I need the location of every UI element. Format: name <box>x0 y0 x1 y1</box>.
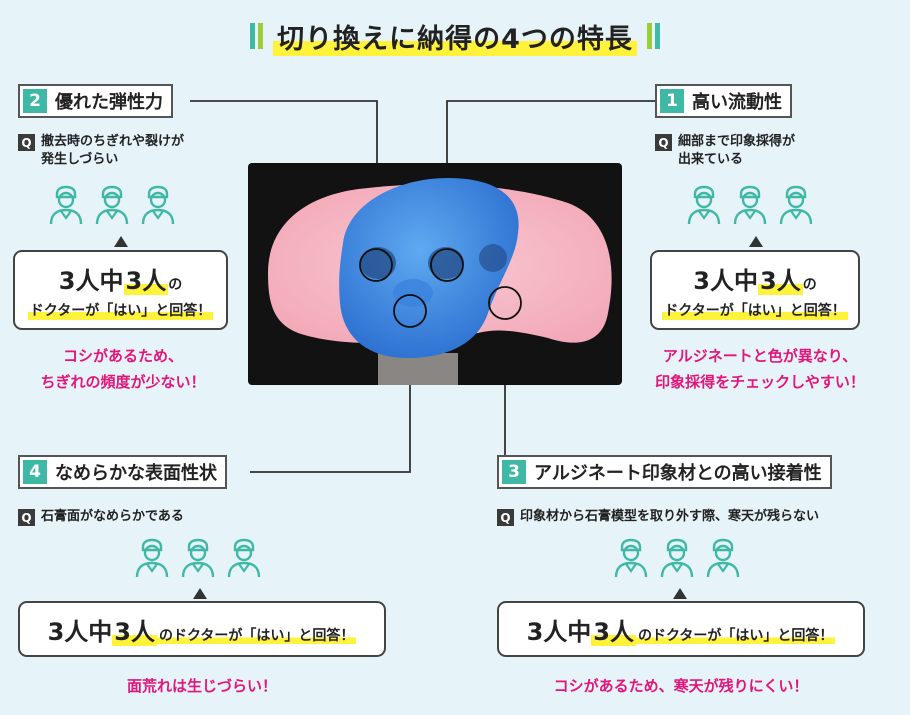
doctor-icon <box>614 538 648 578</box>
feature-label-1: 1 高い流動性 <box>655 84 792 118</box>
q-icon: Q <box>497 509 514 526</box>
question-2: Q 撤去時のちぎれや裂けが 発生しづらい <box>18 133 184 169</box>
feature-label-2: 2 優れた弾性力 <box>18 84 173 118</box>
answer-bubble-1: 3人中3人の ドクターが「はい」と回答！ <box>650 250 860 330</box>
answer-1-line2: ドクターが「はい」と回答！ <box>662 299 848 320</box>
doctor-icon <box>706 538 740 578</box>
feature-title-1: 高い流動性 <box>692 92 782 113</box>
q-icon: Q <box>18 134 35 151</box>
doctor-icon <box>135 538 169 578</box>
result-2-line1: コシがあるため、 <box>62 347 183 365</box>
result-1-line2: 印象採得をチェックしやすい！ <box>655 373 865 391</box>
answer-3-count: 3人中 <box>526 617 592 646</box>
answer-bubble-2: 3人中3人の ドクターが「はい」と回答！ <box>13 250 228 330</box>
title-decoration-right <box>646 23 660 49</box>
question-4-line1: 石膏面がなめらかである <box>41 509 184 524</box>
doctor-icons-1 <box>686 185 814 225</box>
doctor-icon <box>49 185 83 225</box>
doctor-icon <box>660 538 694 578</box>
q-icon: Q <box>18 509 35 526</box>
result-1-line1: アルジネートと色が異なり、 <box>662 347 858 365</box>
title-text: 切り換えに納得の4つの特長 <box>273 16 637 56</box>
feature-title-4: なめらかな表面性状 <box>55 463 217 484</box>
answer-2-yes: 3人 <box>123 266 169 295</box>
doctor-icons-3 <box>613 538 741 578</box>
result-1: アルジネートと色が異なり、 印象採得をチェックしやすい！ <box>630 343 890 395</box>
answer-4-rest: のドクターが「はい」と回答！ <box>156 627 357 644</box>
doctor-icon <box>181 538 215 578</box>
question-3-line1: 印象材から石膏模型を取り外す際、寒天が残らない <box>520 509 820 524</box>
q-icon: Q <box>655 134 672 151</box>
doctor-icon <box>687 185 721 225</box>
feature-number-2: 2 <box>23 89 47 113</box>
arrow-up-icon <box>114 236 128 247</box>
arrow-up-icon <box>193 588 207 599</box>
answer-bubble-3: 3人中3人のドクターが「はい」と回答！ <box>497 601 865 657</box>
question-1: Q 細部まで印象採得が 出来ている <box>655 133 795 169</box>
result-2-line2: ちぎれの頻度が少ない！ <box>40 373 206 391</box>
doctor-icon <box>95 185 129 225</box>
result-2: コシがあるため、 ちぎれの頻度が少ない！ <box>13 343 233 395</box>
feature-title-2: 優れた弾性力 <box>55 92 163 113</box>
answer-bubble-4: 3人中3人のドクターが「はい」と回答！ <box>18 601 386 657</box>
question-1-line1: 細部まで印象採得が <box>678 134 796 149</box>
doctor-icons-2 <box>48 185 176 225</box>
answer-4-count: 3人中 <box>47 617 113 646</box>
answer-3-yes: 3人 <box>591 617 636 646</box>
answer-2-count: 3人中 <box>58 266 124 295</box>
question-1-line2: 出来ている <box>678 152 744 167</box>
result-3: コシがあるため、寒天が残りにくい！ <box>553 677 809 695</box>
answer-1-no: の <box>802 276 817 293</box>
feature-label-4: 4 なめらかな表面性状 <box>18 455 227 489</box>
doctor-icon <box>779 185 813 225</box>
question-4: Q 石膏面がなめらかである <box>18 508 184 526</box>
page-title: 切り換えに納得の4つの特長 <box>0 14 910 58</box>
answer-1-yes: 3人 <box>758 266 803 295</box>
doctor-icon <box>141 185 175 225</box>
question-3: Q 印象材から石膏模型を取り外す際、寒天が残らない <box>497 508 819 526</box>
impression-photo <box>248 163 622 385</box>
doctor-icons-4 <box>134 538 262 578</box>
title-decoration-left <box>250 23 264 49</box>
answer-4-yes: 3人 <box>112 617 157 646</box>
doctor-icon <box>733 185 767 225</box>
feature-title-3: アルジネート印象材との高い接着性 <box>534 463 822 484</box>
answer-3-rest: のドクターが「はい」と回答！ <box>635 627 836 644</box>
answer-2-no: の <box>168 276 183 293</box>
doctor-icon <box>227 538 261 578</box>
arrow-up-icon <box>749 236 763 247</box>
arrow-up-icon <box>673 588 687 599</box>
feature-number-1: 1 <box>660 89 684 113</box>
question-2-line2: 発生しづらい <box>41 152 119 167</box>
answer-2-line2: ドクターが「はい」と回答！ <box>27 299 214 320</box>
feature-number-3: 3 <box>502 460 526 484</box>
result-4: 面荒れは生じづらい！ <box>126 677 277 695</box>
answer-1-count: 3人中 <box>693 266 758 295</box>
question-2-line1: 撤去時のちぎれや裂けが <box>41 134 185 149</box>
feature-label-3: 3 アルジネート印象材との高い接着性 <box>497 455 832 489</box>
feature-number-4: 4 <box>23 460 47 484</box>
